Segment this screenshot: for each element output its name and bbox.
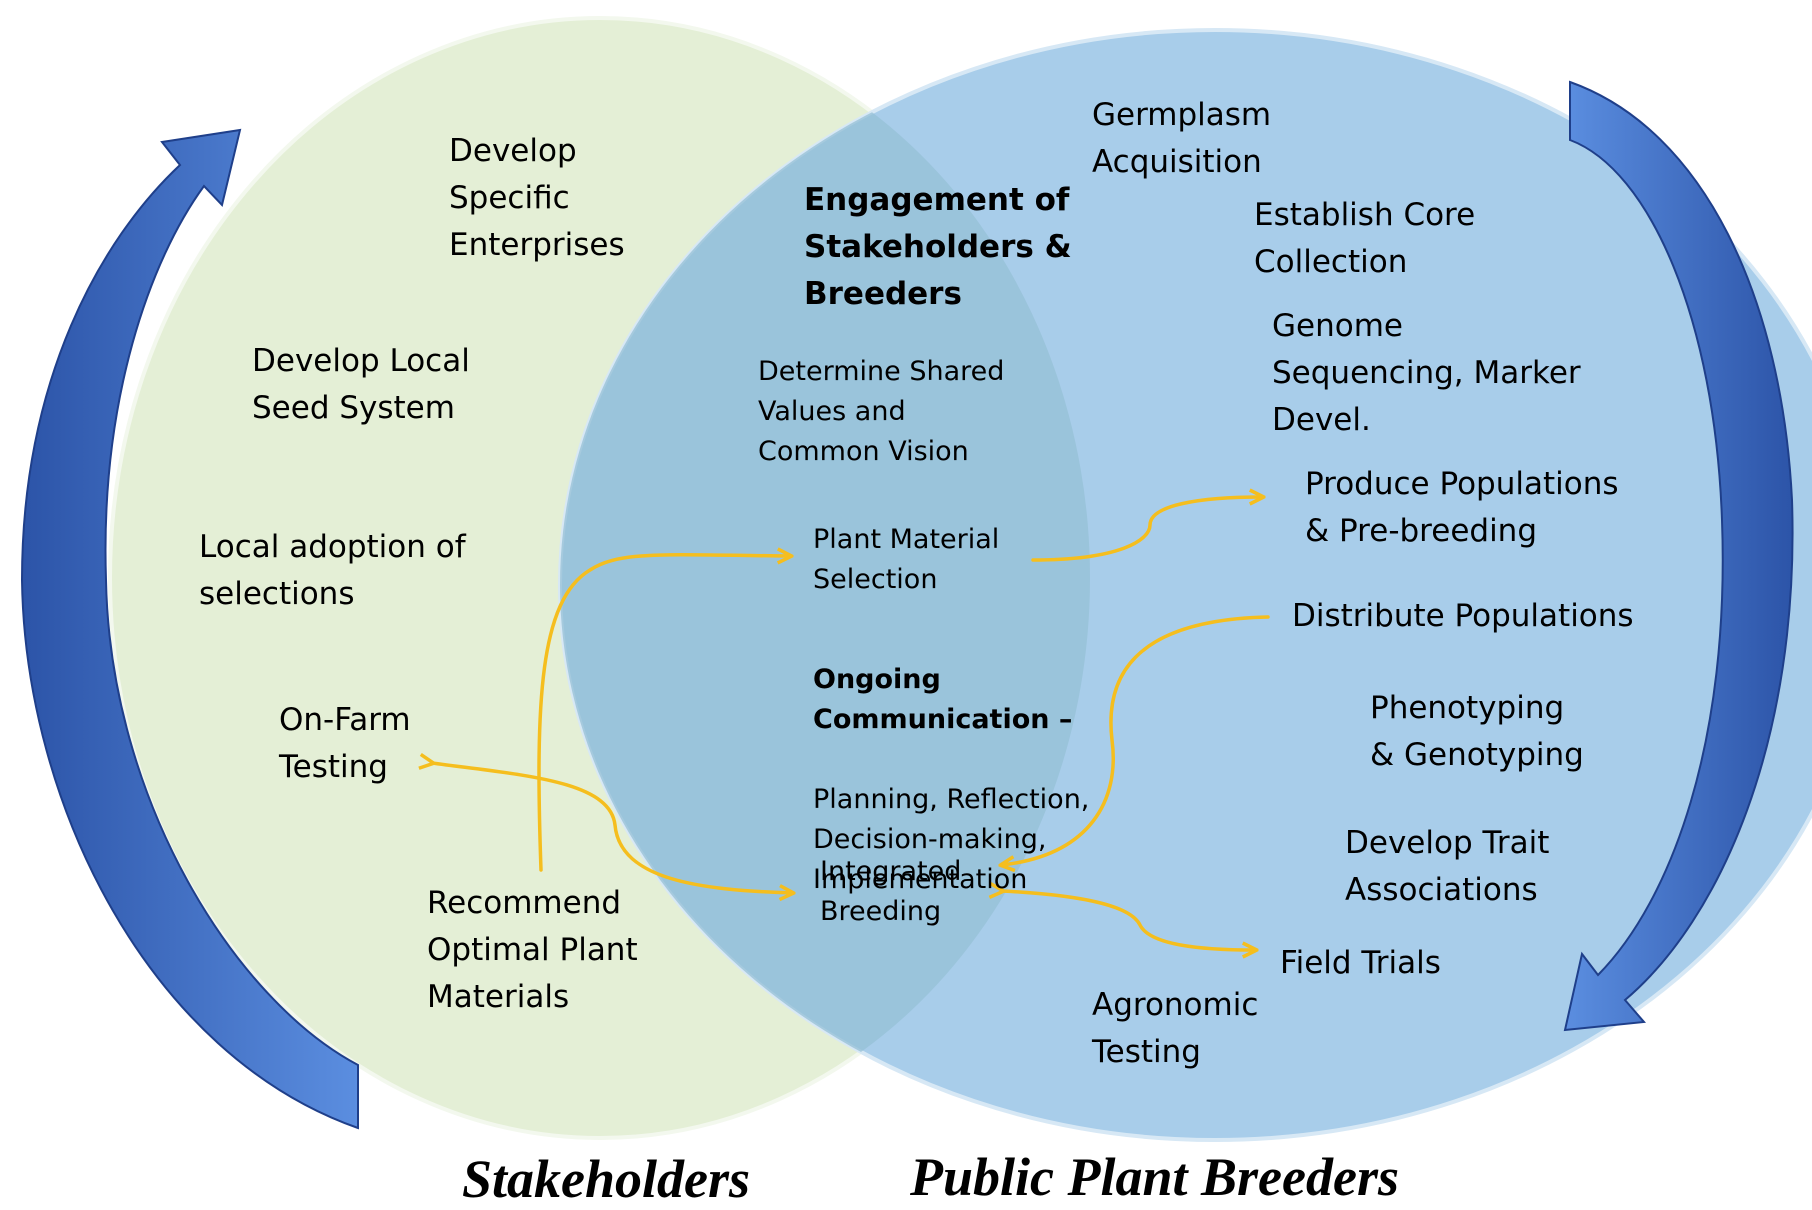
flow-arrow-integrated-fieldtrials [1002,891,1255,950]
ongoing-communication-heading: Ongoing Communication – [813,664,1073,735]
item-engagement: Engagement of Stakeholders & Breeders [804,182,1072,312]
item-ongoing-communication: Ongoing Communication – Planning, Reflec… [813,620,1089,900]
flow-arrow-selection-to-populations [1031,497,1262,562]
item-produce-populations: Produce Populations & Pre-breeding [1305,466,1619,549]
caption-stakeholders: Stakeholders [462,1149,751,1209]
item-germplasm-acquisition: Germplasm Acquisition [1092,97,1272,180]
item-recommend-optimal-plant-materials: Recommend Optimal Plant Materials [427,885,638,1015]
ongoing-communication-details: Planning, Reflection, Decision-making, I… [813,784,1090,895]
item-integrated-breeding: Integrated Breeding [820,856,962,927]
flow-arrow-recommend-to-selection [537,555,790,872]
item-distribute-populations: Distribute Populations [1292,598,1634,634]
item-local-adoption: Local adoption of selections [199,529,466,612]
cycle-arrow-right [1563,80,1794,1032]
flow-arrow-onfarm-integrated [432,763,792,893]
item-on-farm-testing: On-Farm Testing [279,702,411,785]
cycle-arrow-left [20,128,359,1130]
item-develop-specific-enterprises: Develop Specific Enterprises [449,133,625,263]
item-develop-local-seed-system: Develop Local Seed System [252,343,470,426]
item-establish-core-collection: Establish Core Collection [1254,197,1476,280]
item-agronomic-testing: Agronomic Testing [1092,987,1259,1070]
flow-arrow-distribute-to-integrated [1002,615,1270,865]
item-genome-sequencing: Genome Sequencing, Marker Devel. [1272,308,1581,438]
item-field-trials: Field Trials [1280,945,1441,981]
item-plant-material-selection: Plant Material Selection [813,524,1000,595]
item-shared-values: Determine Shared Values and Common Visio… [758,356,1005,467]
overlap-region [560,30,1090,1138]
caption-public-plant-breeders: Public Plant Breeders [910,1147,1399,1207]
item-phenotyping-genotyping: Phenotyping & Genotyping [1370,690,1584,773]
item-develop-trait-associations: Develop Trait Associations [1345,825,1550,908]
